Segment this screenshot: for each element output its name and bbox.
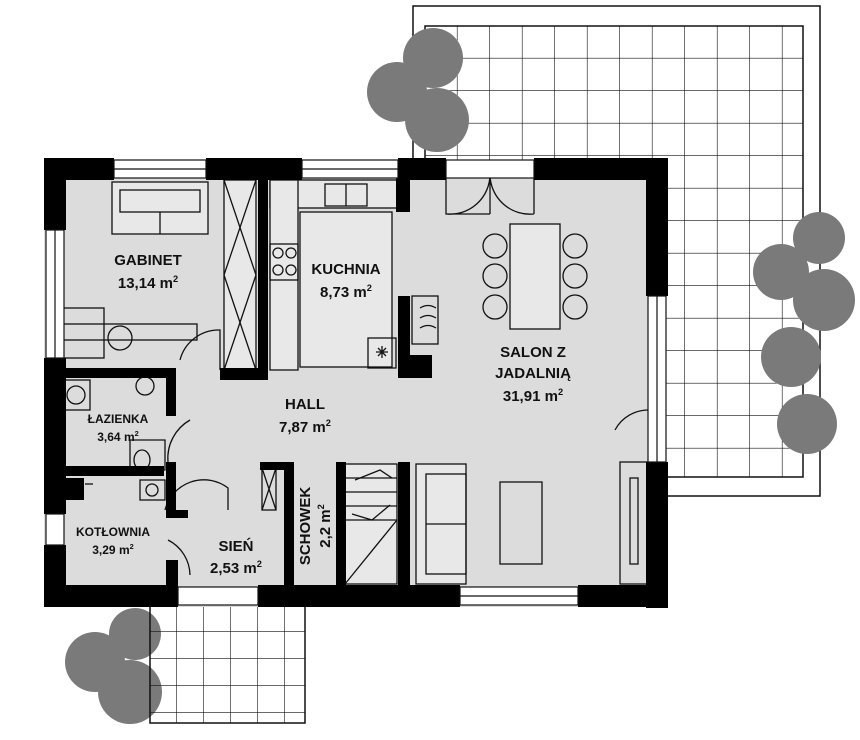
tree-icon	[777, 394, 837, 454]
trees	[65, 28, 855, 724]
windows	[45, 159, 667, 606]
room-name-sien: SIEŃ	[218, 538, 253, 555]
tree-icon	[109, 608, 161, 660]
tree-icon	[753, 244, 809, 300]
fridge-icon	[367, 337, 397, 369]
room-name-kuchnia: KUCHNIA	[311, 261, 380, 278]
boiler-icon	[139, 479, 166, 501]
room-labels: GABINET 13,14 m2 KUCHNIA 8,73 m2 SALON Z…	[76, 252, 571, 577]
room-area-lazienka: 3,64 m2	[97, 429, 139, 444]
tree-icon	[793, 269, 855, 331]
room-area-sien: 2,53 m2	[210, 559, 262, 577]
room-area-salon: 31,91 m2	[503, 387, 563, 405]
room-name-schowek: SCHOWEK	[297, 487, 314, 566]
tree-icon	[98, 660, 162, 724]
room-area-kotlownia: 3,29 m2	[92, 542, 134, 557]
entrance-terrace-grid	[149, 604, 306, 724]
dining-chairs	[482, 233, 588, 320]
room-area-hall: 7,87 m2	[279, 418, 331, 436]
room-name-lazienka: ŁAZIENKA	[88, 412, 149, 426]
room-name-gabinet: GABINET	[114, 252, 182, 269]
wardrobe-icon	[223, 179, 257, 371]
room-area-schowek: 2,2 m2	[316, 504, 334, 548]
room-area-gabinet: 13,14 m2	[118, 274, 178, 292]
dining-table-icon	[509, 223, 561, 330]
stove-icon	[269, 243, 299, 281]
tree-icon	[793, 212, 845, 264]
walls	[44, 158, 668, 608]
stairs-icon	[344, 463, 398, 585]
room-name-salon-line1: SALON Z	[500, 344, 566, 361]
chair-icon	[107, 325, 133, 351]
washbasin-icon	[66, 385, 86, 405]
room-name-salon-line2: JADALNIĄ	[495, 365, 571, 382]
room-name-kotlownia: KOTŁOWNIA	[76, 525, 150, 539]
sofa-icon	[111, 181, 209, 235]
tree-icon	[405, 88, 469, 152]
tree-icon	[761, 327, 821, 387]
room-name-hall: HALL	[285, 396, 325, 413]
coffee-table-icon	[499, 481, 543, 565]
room-area-kuchnia: 8,73 m2	[320, 283, 372, 301]
